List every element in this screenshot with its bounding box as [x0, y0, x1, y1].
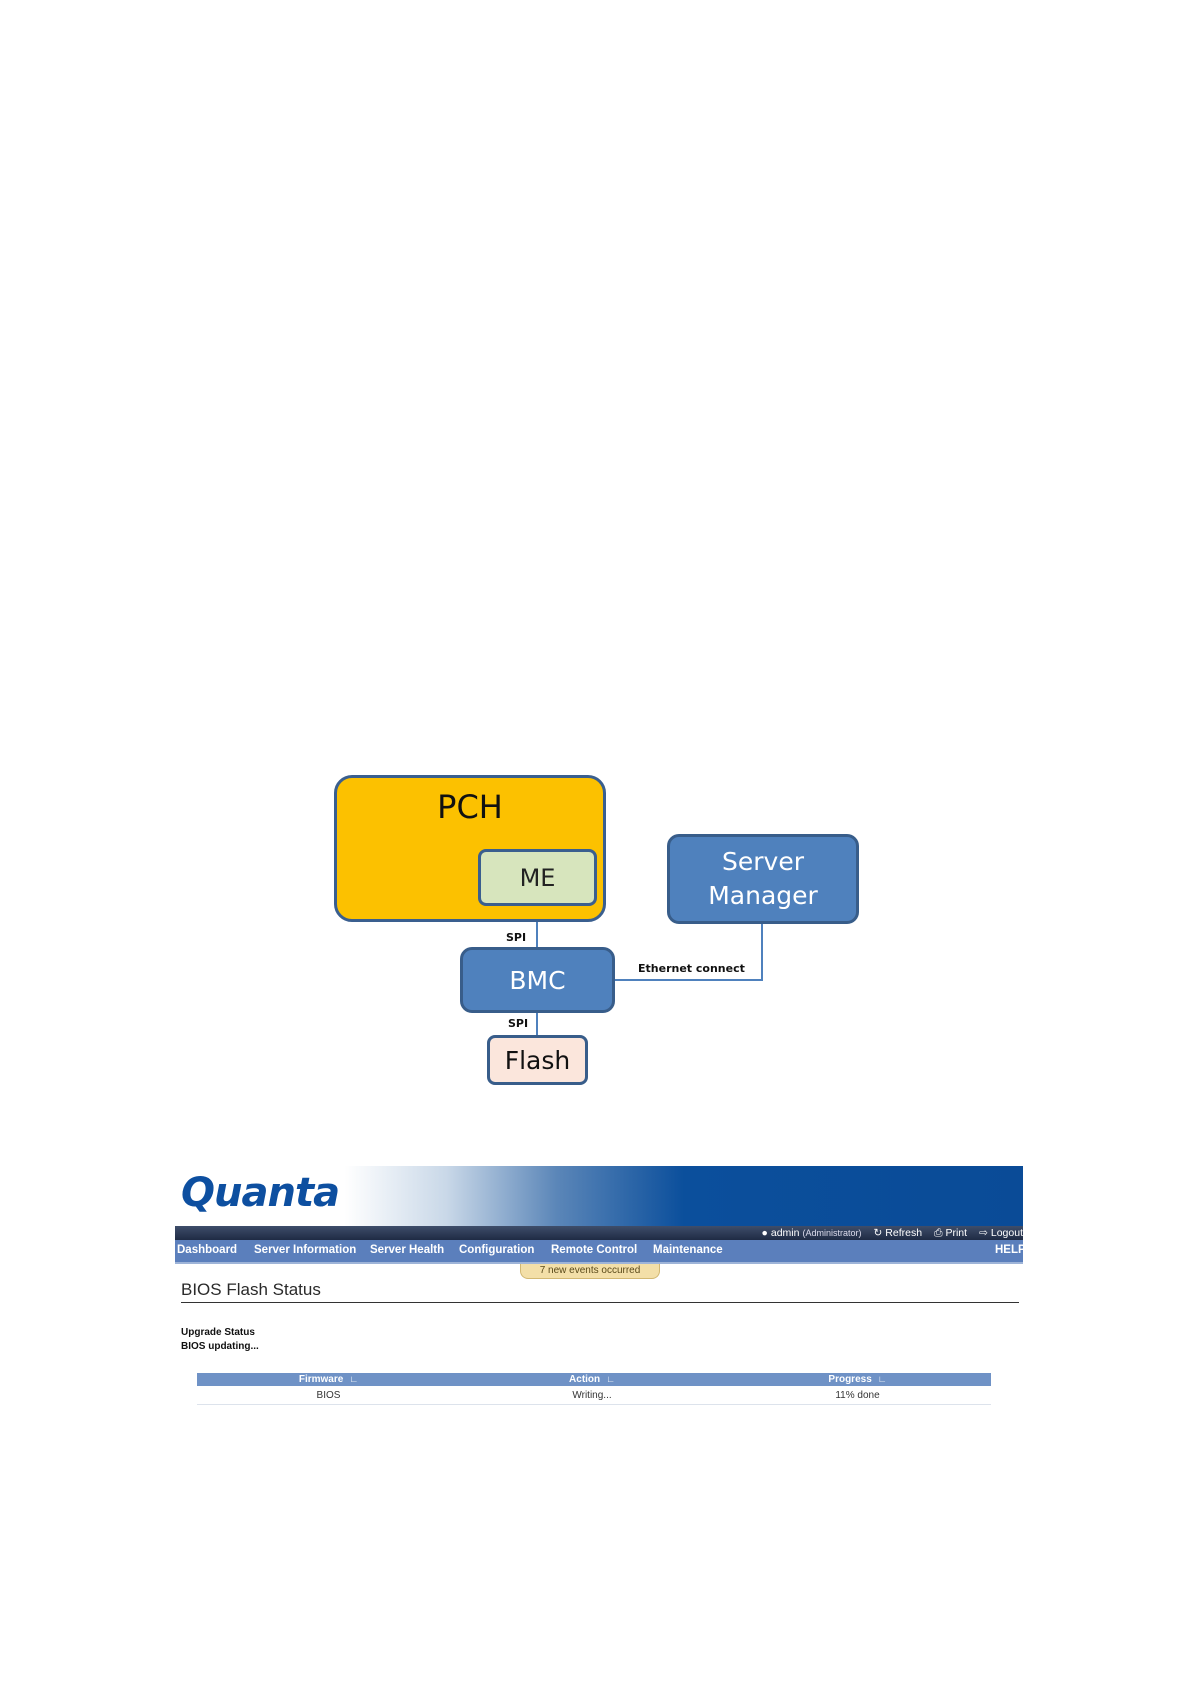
print-link[interactable]: ⎙ Print: [934, 1227, 967, 1240]
logout-label: Logout: [990, 1227, 1023, 1239]
nav-help[interactable]: HELP: [995, 1244, 1026, 1256]
pch-block: PCH: [334, 775, 606, 922]
quanta-logo: Quanta: [181, 1170, 340, 1216]
nav-server-information[interactable]: Server Information: [254, 1244, 357, 1256]
refresh-link[interactable]: ↻ Refresh: [873, 1227, 922, 1239]
sort-icon: ∟: [606, 1374, 615, 1384]
nav-remote-control[interactable]: Remote Control: [551, 1244, 638, 1256]
pch-label: PCH: [437, 788, 503, 826]
table-row: BIOS Writing... 11% done: [197, 1386, 991, 1405]
events-notification[interactable]: 7 new events occurred: [520, 1264, 660, 1279]
cell-firmware: BIOS: [197, 1386, 460, 1405]
ethernet-connector-vertical: [761, 924, 763, 981]
me-label: ME: [519, 863, 556, 892]
server-manager-block: Server Manager: [667, 834, 859, 924]
logout-icon: ⇨: [979, 1227, 988, 1239]
refresh-icon: ↻: [873, 1227, 883, 1239]
sort-icon: ∟: [877, 1374, 887, 1384]
user-icon: ●: [761, 1227, 768, 1239]
ethernet-connector-horizontal: [615, 979, 763, 981]
header-banner: Quanta: [175, 1166, 1023, 1226]
user-role: (Administrator): [802, 1228, 862, 1238]
flash-status-table: Firmware ∟ Action ∟ Progress ∟ BIOS Writing…: [197, 1373, 991, 1405]
bmc-web-ui: Quanta ● admin(Administrator) ↻ Refresh …: [175, 1166, 1026, 1406]
column-header-action[interactable]: Action ∟: [460, 1373, 724, 1386]
page-title: BIOS Flash Status: [181, 1280, 321, 1299]
refresh-label: Refresh: [885, 1227, 923, 1239]
progress-header-label: Progress: [828, 1374, 872, 1385]
flash-label: Flash: [504, 1045, 571, 1075]
column-header-progress[interactable]: Progress ∟: [724, 1373, 991, 1386]
bmc-block: BMC: [460, 947, 615, 1013]
upgrade-status-value: BIOS updating...: [181, 1341, 259, 1352]
user-bar: ● admin(Administrator) ↻ Refresh ⎙ Print…: [175, 1226, 1023, 1240]
nav-dashboard[interactable]: Dashboard: [177, 1244, 238, 1256]
column-header-firmware[interactable]: Firmware ∟: [197, 1373, 460, 1386]
main-nav: Dashboard Server Information Server Heal…: [175, 1240, 1026, 1264]
print-icon: ⎙: [934, 1226, 943, 1239]
table-header-row: Firmware ∟ Action ∟ Progress ∟: [197, 1373, 991, 1386]
spi-connector-top: [536, 922, 538, 947]
title-divider: [181, 1302, 1019, 1303]
me-block: ME: [478, 849, 597, 906]
sort-icon: ∟: [349, 1374, 359, 1384]
nav-server-health[interactable]: Server Health: [370, 1244, 445, 1256]
server-manager-label: Server Manager: [708, 847, 818, 910]
user-name: admin: [770, 1227, 800, 1239]
action-header-label: Action: [569, 1374, 601, 1385]
cell-progress: 11% done: [724, 1386, 991, 1405]
upgrade-status-label: Upgrade Status: [181, 1327, 255, 1338]
ethernet-label: Ethernet connect: [638, 962, 745, 975]
spi-label-bottom: SPI: [508, 1017, 529, 1030]
spi-connector-bottom: [536, 1013, 538, 1035]
flash-block: Flash: [487, 1035, 588, 1085]
logout-link[interactable]: ⇨ Logout: [979, 1227, 1023, 1239]
cell-action: Writing...: [460, 1386, 724, 1405]
bmc-label: BMC: [509, 965, 566, 995]
print-label: Print: [945, 1227, 968, 1239]
nav-configuration[interactable]: Configuration: [459, 1244, 535, 1256]
nav-maintenance[interactable]: Maintenance: [653, 1244, 723, 1256]
architecture-diagram: PCH ME Server Manager BMC Flash SPI SPI …: [334, 775, 859, 1085]
user-info: ● admin(Administrator): [762, 1227, 862, 1239]
spi-label-top: SPI: [506, 931, 527, 944]
firmware-header-label: Firmware: [298, 1374, 344, 1385]
